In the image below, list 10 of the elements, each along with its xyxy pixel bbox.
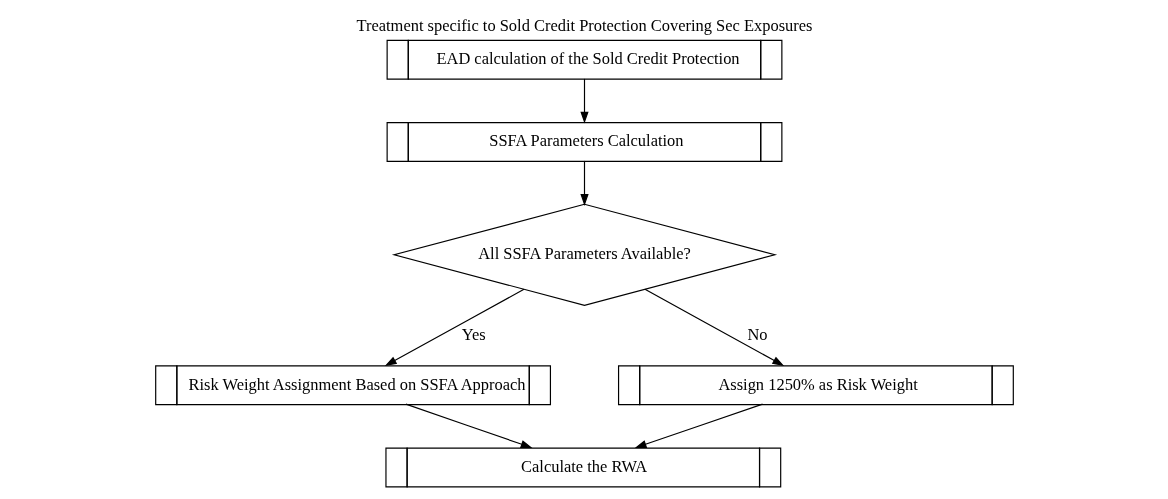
edge-label: Yes: [461, 324, 486, 344]
arrow: [579, 78, 589, 124]
edge-label: No: [746, 324, 768, 344]
node-diamond: All SSFA Parameters Available?: [391, 203, 777, 306]
arrow: [579, 160, 589, 206]
arrow: [384, 288, 525, 366]
arrow: [643, 288, 784, 366]
arrow: [404, 403, 532, 449]
arrow: [634, 403, 763, 449]
diagram-title: Treatment specific to Sold Credit Protection Covering Sec Exposures: [356, 15, 812, 35]
